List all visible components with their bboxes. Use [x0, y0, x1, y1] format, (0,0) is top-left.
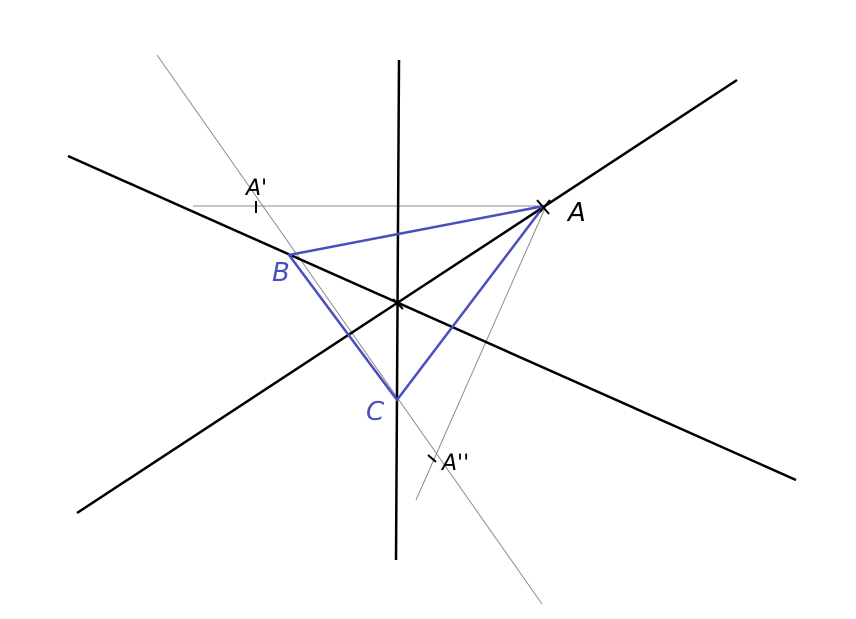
vertical-axis [394, 59, 401, 561]
label-c: C [366, 397, 385, 427]
ascending-axis [76, 78, 738, 515]
triangle-abc [287, 204, 546, 402]
descending-axis [67, 154, 797, 482]
label-a-prime: A' [244, 176, 267, 201]
label-a-double-prime: A'' [440, 451, 469, 476]
label-b: B [272, 258, 290, 288]
tick-a-2 [539, 199, 551, 213]
construction-line-through-b-c [156, 54, 543, 605]
label-a: A [566, 198, 586, 228]
construction-line-through-a [415, 205, 547, 501]
tick-center [392, 298, 404, 310]
tick-a-double-prime [427, 454, 437, 463]
